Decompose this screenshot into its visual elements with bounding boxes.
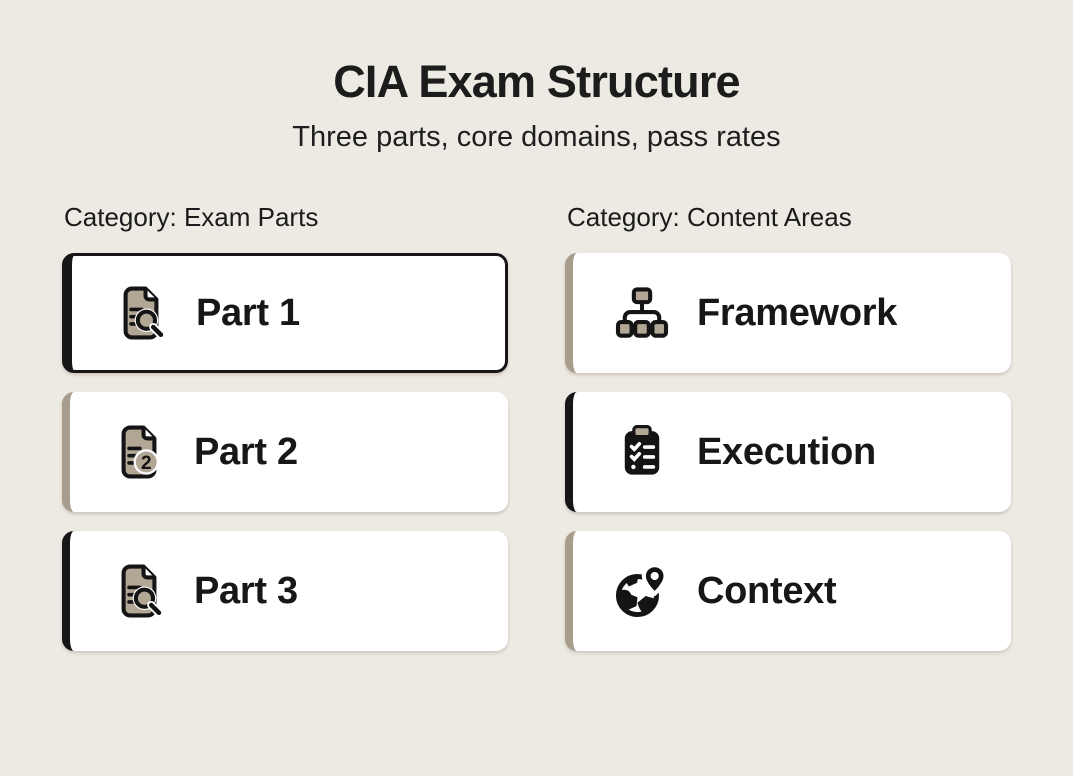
page-title: CIA Exam Structure <box>333 56 740 107</box>
card-framework[interactable]: Framework <box>565 253 1011 373</box>
card-execution[interactable]: Execution <box>565 392 1011 512</box>
column-content-areas: Category: Content Areas Fra <box>565 202 1011 651</box>
globe-location-pin-icon <box>613 562 671 620</box>
document-2-badge-icon: 2 <box>110 423 168 481</box>
category-label-content-areas: Category: Content Areas <box>567 202 852 232</box>
card-part-3[interactable]: Part 3 <box>62 531 508 651</box>
card-part-2[interactable]: 2 Part 2 <box>62 392 508 512</box>
column-exam-parts: Category: Exam Parts <box>62 202 508 651</box>
document-search-icon <box>110 562 168 620</box>
card-list-exam-parts: Part 1 2 <box>62 253 508 651</box>
columns-container: Category: Exam Parts <box>0 202 1073 651</box>
sitemap-hierarchy-icon <box>613 284 671 342</box>
card-label: Part 3 <box>194 569 298 612</box>
card-label: Part 2 <box>194 430 298 473</box>
card-part-1[interactable]: Part 1 <box>62 253 508 373</box>
page-subtitle: Three parts, core domains, pass rates <box>292 121 781 153</box>
card-label: Framework <box>697 291 898 334</box>
card-context[interactable]: Context <box>565 531 1011 651</box>
category-label-exam-parts: Category: Exam Parts <box>64 202 319 232</box>
clipboard-checklist-icon <box>613 423 671 481</box>
card-label: Context <box>697 569 837 612</box>
svg-text:2: 2 <box>141 453 152 474</box>
card-list-content-areas: Framework <box>565 253 1011 651</box>
document-search-icon <box>112 284 170 342</box>
card-label: Part 1 <box>196 291 300 334</box>
card-label: Execution <box>697 430 876 473</box>
